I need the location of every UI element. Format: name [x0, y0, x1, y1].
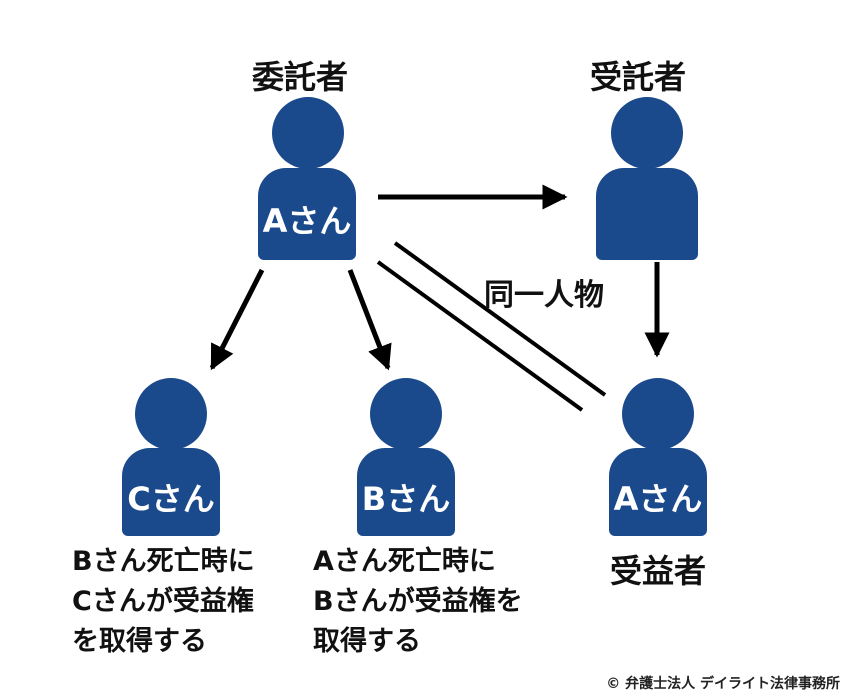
person-body	[357, 448, 455, 536]
caption-line: Bさんが受益権を	[313, 586, 523, 617]
beneficiary-name: Aさん	[613, 480, 703, 518]
caption-line: Bさん死亡時に	[72, 546, 255, 577]
person-icon	[611, 97, 683, 169]
same-person-line-1	[393, 241, 607, 397]
person-body	[122, 448, 220, 536]
person-body	[258, 168, 356, 260]
arrow-settlor-to-b	[347, 269, 392, 371]
arrow-settlor-to-c	[209, 268, 265, 371]
copyright: © 弁護士法人 デイライト法律事務所	[606, 676, 840, 692]
caption-line: 取得する	[313, 626, 421, 657]
c-name: Cさん	[127, 480, 215, 518]
person-icon	[370, 378, 442, 450]
settlor-label: 委託者	[252, 58, 349, 96]
same-person-line-2	[376, 260, 584, 412]
caption-line: Aさん死亡時に	[313, 546, 496, 577]
trustee-label: 受託者	[590, 58, 687, 96]
person-icon	[622, 378, 694, 450]
b-name: Bさん	[361, 480, 451, 518]
caption-line: Cさんが受益権	[72, 586, 254, 617]
person-body	[596, 168, 698, 260]
person-icon	[272, 97, 344, 169]
caption-line: を取得する	[72, 626, 207, 657]
person-body	[609, 448, 707, 536]
beneficiary-label: 受益者	[610, 552, 707, 590]
settlor-name: Aさん	[262, 202, 352, 240]
caption-c: Bさん死亡時に Cさんが受益権 を取得する	[72, 542, 255, 662]
person-icon	[135, 378, 207, 450]
caption-b: Aさん死亡時に Bさんが受益権を 取得する	[313, 542, 523, 662]
same-person-label: 同一人物	[484, 278, 604, 313]
